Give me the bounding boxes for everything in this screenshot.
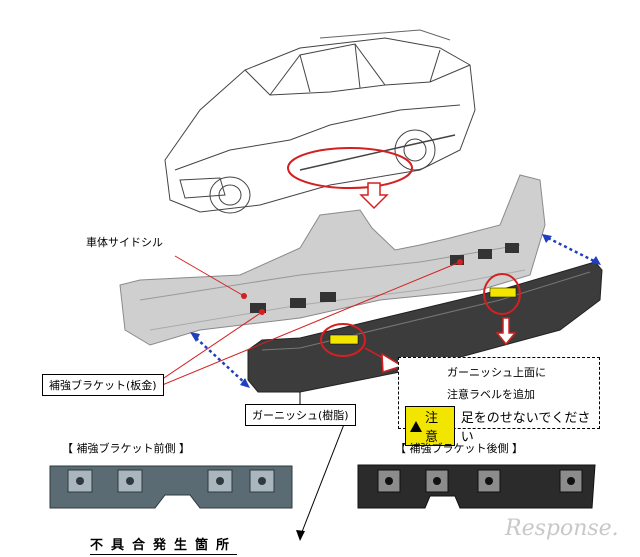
alignment-arrows: [195, 236, 597, 385]
car-sill-highlight: [287, 147, 413, 189]
note-line-1: ガーニッシュ上面に: [447, 366, 546, 379]
defect-location-title: 不具合発生箇所: [90, 534, 238, 555]
rear-bracket-photo: [352, 457, 602, 517]
garnish-leader-arrowhead: [296, 530, 305, 541]
warning-text: 足をのせないでください: [460, 411, 591, 445]
watermark-logo: Response.: [505, 516, 619, 541]
leader-dots: [241, 259, 463, 315]
alignment-arrowheads: [190, 234, 601, 388]
label-highlight-rear: [483, 273, 521, 315]
car-illustration: [164, 29, 476, 214]
warning-label: 注意 足をのせないでください: [405, 406, 599, 446]
label-highlight-front: [320, 323, 366, 357]
warning-triangle-icon: [410, 420, 422, 432]
rear-bracket-caption: 【 補強ブラケット後側 】: [395, 442, 523, 455]
warning-tag-text: 注意: [425, 411, 439, 445]
garnish-part: [247, 261, 603, 393]
front-bracket-caption: 【 補強ブラケット前側 】: [62, 442, 190, 455]
note-arrow-rear: [495, 317, 517, 346]
red-down-arrow: [359, 182, 389, 210]
leader-lines: [154, 255, 461, 389]
note-line-2: 注意ラベルを追加: [447, 388, 535, 401]
note-arrow: [364, 347, 404, 374]
garnish-label: ガーニッシュ(樹脂): [245, 404, 356, 426]
warning-note-box: ガーニッシュ上面に 注意ラベルを追加 注意 足をのせないでください: [398, 357, 600, 446]
front-bracket-photo: [42, 458, 300, 520]
warning-tag: 注意: [405, 406, 455, 446]
bracket-metal-label: 補強ブラケット(板金): [42, 374, 164, 396]
garnish-leader: [299, 392, 349, 538]
side-sill-part: [119, 174, 546, 346]
side-sill-label: 車体サイドシル: [86, 236, 163, 249]
